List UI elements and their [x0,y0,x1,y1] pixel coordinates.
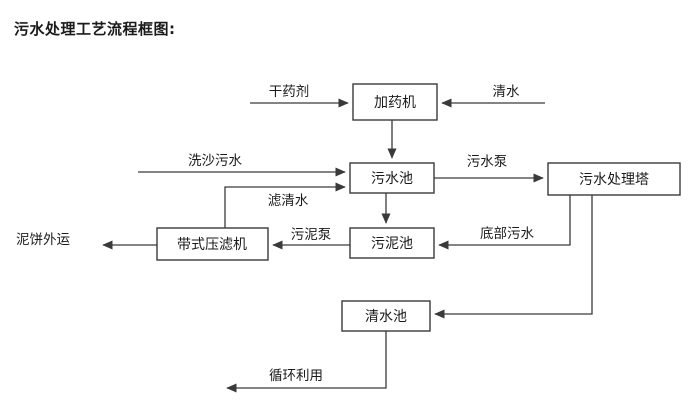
node-belt-filter-press-box [156,227,269,261]
node-wastewater-pool-label: 污水池 [371,171,413,187]
node-dosing-machine-label: 加药机 [374,95,416,111]
label-filtered-clear-water: 滤清水 [268,193,309,209]
label-clean-water: 清水 [493,84,521,100]
edge-tower-to-clear-water-pool [434,195,593,319]
node-treatment-tower-label: 污水处理塔 [579,172,649,188]
node-wastewater-pool-box [349,162,435,194]
label-dry-chemical: 干药剂 [269,84,310,100]
node-sludge-pool[interactable]: 污泥池 [349,227,435,259]
page-title: 污水处理工艺流程框图: [14,20,176,38]
node-sludge-pool-box [349,227,435,259]
label-sludge-pump: 污泥泵 [291,227,332,243]
node-dosing-machine[interactable]: 加药机 [352,83,438,121]
node-belt-filter-press-label: 带式压滤机 [177,237,247,253]
node-treatment-tower-box [547,162,681,196]
node-sludge-pool-label: 污泥池 [371,236,413,252]
label-bottom-wastewater: 底部污水 [480,226,534,242]
label-wastewater-pump: 污水泵 [467,154,508,170]
label-sand-wash-wastewater: 洗沙污水 [188,153,242,169]
node-clear-water-pool-box [341,300,431,332]
node-clear-water-pool[interactable]: 清水池 [341,300,431,332]
edge-clear-water-pool-to-recycle [226,331,387,393]
edge-filtrate-to-wastewater-pool [224,182,346,228]
label-recycle-reuse: 循环利用 [269,368,323,384]
node-belt-filter-press[interactable]: 带式压滤机 [156,227,269,261]
node-clear-water-pool-label: 清水池 [365,309,407,325]
node-treatment-tower[interactable]: 污水处理塔 [547,162,681,196]
edge-tower-bottom-to-sludge-pool [438,195,571,250]
label-mud-cake-transport: 泥饼外运 [16,232,70,248]
node-dosing-machine-box [352,83,438,121]
node-wastewater-pool[interactable]: 污水池 [349,162,435,194]
